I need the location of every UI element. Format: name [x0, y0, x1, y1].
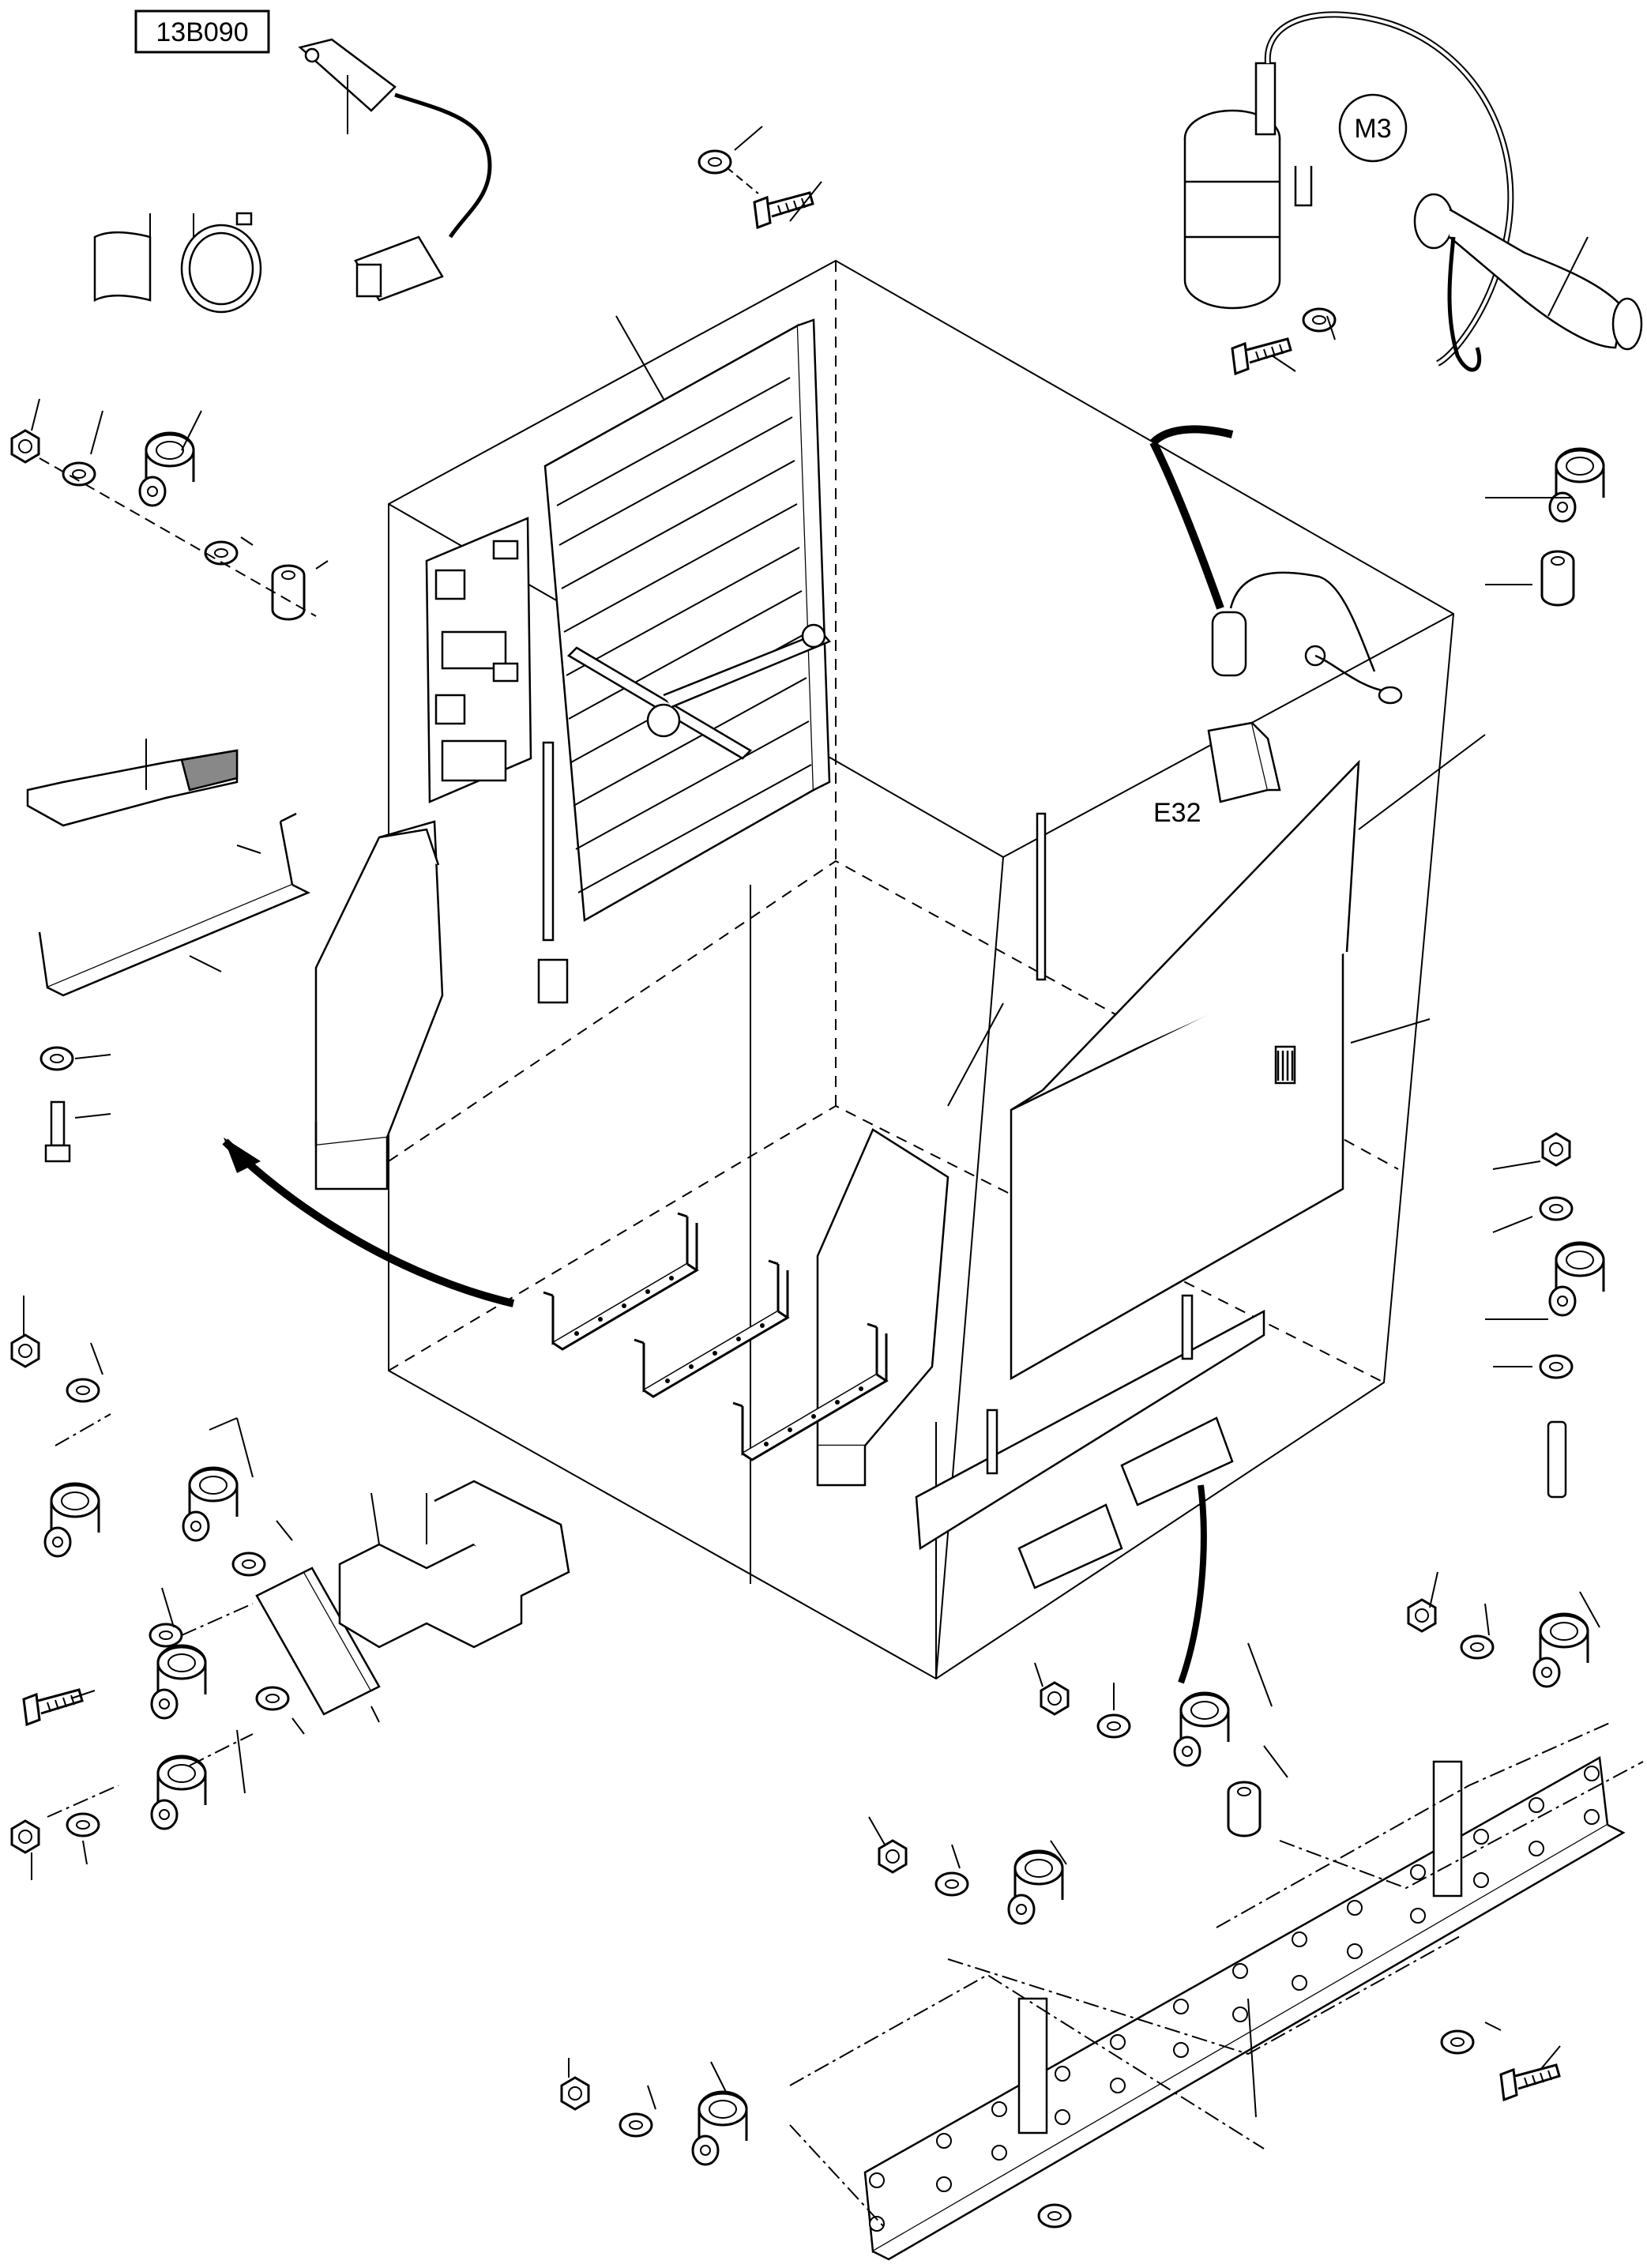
control-box — [1010, 759, 1360, 1381]
clamp-7 — [1548, 1241, 1605, 1317]
nut-2 — [10, 1333, 40, 1368]
washer-16 — [1037, 2203, 1072, 2229]
washer-4 — [66, 1378, 100, 1403]
label-e32: E32 — [1153, 798, 1201, 828]
spacer-1 — [271, 564, 306, 621]
washer-12 — [1096, 1713, 1131, 1739]
washer-7 — [255, 1686, 290, 1711]
bolt-filter — [1231, 337, 1292, 375]
cable-sleeve — [93, 231, 152, 303]
nut-6 — [1040, 1681, 1070, 1716]
retaining-strap — [26, 749, 239, 827]
washer-10 — [1539, 1354, 1574, 1379]
washer-5 — [231, 1551, 266, 1577]
cable-tie — [180, 212, 262, 314]
vertical-rail — [1036, 812, 1047, 981]
washer-1 — [62, 461, 96, 487]
arrow-bottom — [1178, 1484, 1207, 1684]
clamp-11 — [691, 2090, 748, 2166]
washer-3 — [39, 1046, 74, 1071]
clamp-3 — [182, 1466, 239, 1542]
spacer-2 — [1540, 550, 1575, 607]
nut-8 — [560, 2076, 590, 2111]
washer-2 — [204, 540, 239, 566]
side-cover-left — [314, 820, 444, 1190]
terminal-strip — [915, 1294, 1265, 1589]
motor-label-circle: M3 — [1338, 93, 1408, 163]
washer-9 — [1539, 1196, 1574, 1221]
clamp-2 — [43, 1482, 100, 1558]
inline-filter-small — [1211, 571, 1403, 705]
arrow-top — [1149, 425, 1234, 610]
washer-11 — [1460, 1634, 1495, 1660]
battery-bracket — [38, 812, 310, 997]
clamp-block — [338, 1480, 570, 1649]
bolt-4 — [22, 1688, 84, 1726]
side-cover-right — [816, 1128, 949, 1487]
horn — [1413, 193, 1643, 372]
perforated-rail — [863, 1755, 1626, 2261]
diagram-code-box: 13B090 — [134, 9, 270, 54]
rail-holes — [869, 1766, 1600, 2232]
nut-3 — [10, 1819, 40, 1854]
bolt-5 — [1499, 2063, 1561, 2101]
sensor-with-cable — [298, 38, 492, 302]
washer-6 — [149, 1623, 183, 1648]
washer-13 — [934, 1871, 969, 1897]
clamp-5 — [150, 1755, 207, 1830]
label-m3: M3 — [1354, 114, 1391, 144]
fuse-relay-panel — [543, 318, 831, 923]
washer-8 — [66, 1812, 100, 1837]
fuel-filter — [1183, 11, 1514, 367]
relay-board — [425, 517, 532, 803]
washer-14 — [619, 2112, 653, 2138]
nut-4 — [1541, 1132, 1571, 1167]
clamp-8 — [1532, 1612, 1589, 1688]
screw-top — [753, 191, 814, 229]
bolt-3 — [44, 1100, 71, 1163]
spacer-3 — [1227, 1781, 1262, 1837]
threaded-stud — [1547, 1420, 1567, 1499]
clamp-4 — [150, 1644, 207, 1720]
nut-7 — [878, 1839, 908, 1874]
arrow-left — [222, 1138, 515, 1307]
clamp-6 — [1548, 447, 1605, 523]
clamp-9 — [1173, 1691, 1230, 1767]
nut-1 — [10, 429, 40, 464]
washer-top — [698, 149, 732, 175]
washer-15 — [1440, 2029, 1475, 2055]
device-e32: E32 — [1153, 721, 1281, 828]
alignment-lines — [47, 1413, 1644, 2229]
leader-lines — [23, 75, 1600, 2118]
diagram-code: 13B090 — [156, 17, 248, 47]
clamp-10 — [1007, 1849, 1064, 1925]
din-rail — [537, 623, 832, 1004]
